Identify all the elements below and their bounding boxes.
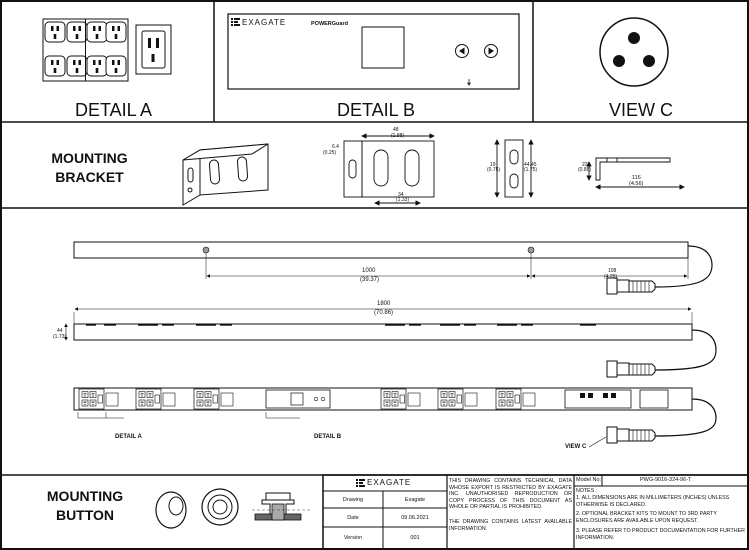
view-c-title: VIEW C [609, 100, 674, 120]
bracket-side-dim-in: (1.75) [524, 167, 538, 173]
drawing-label: Drawing [342, 496, 364, 503]
date-label: Date [347, 514, 359, 521]
bracket-base-dim-in: (1.33) [396, 197, 410, 203]
drawing-value: Exagate [404, 496, 426, 503]
callout-view-c: VIEW C [565, 444, 587, 450]
bracket-hole-dim: 6.4 [332, 144, 339, 150]
detail-a-title: DETAIL A [75, 100, 153, 120]
detail-b-front-panel [227, 13, 520, 90]
bracket-hole-dim-in: (0.25) [323, 150, 337, 156]
note-2: 2. OPTIONAL BRACKET KITS TO MOUNT TO 3RD… [576, 511, 717, 524]
bracket-thick-dim: 22 [582, 162, 588, 168]
bracket-length-dim-in: (4.56) [629, 181, 644, 187]
panel-brand: EXAGATE [242, 18, 287, 27]
bracket-thick-dim-in: (0.86) [578, 167, 592, 173]
version-value: 001 [410, 535, 420, 541]
title-logo-mark [356, 479, 365, 487]
pdu-top-view [64, 307, 717, 378]
bracket-side-view [494, 139, 534, 198]
bracket-length-dim: 116 [632, 175, 641, 181]
detail-a-outlets [42, 18, 172, 82]
bracket-height-dim: 19 [490, 162, 496, 168]
pdu-end-offset-dim: 108 [608, 268, 617, 274]
bracket-isometric-view [182, 143, 269, 206]
notes-title: NOTES : [576, 488, 598, 494]
bracket-top-view [586, 157, 685, 190]
pdu-length-dim-in: (70.86) [374, 310, 394, 316]
panel-product: POWERGuard [311, 21, 348, 27]
note-3: 3. PLEASE REFER TO PRODUCT DOCUMENTATION… [576, 528, 745, 541]
pdu-height-dim-in: (1.73) [53, 334, 67, 340]
pdu-mount-spacing-dim-in: (39.37) [360, 277, 380, 283]
detail-b-title: DETAIL B [337, 100, 416, 120]
model-label: Model No: [576, 477, 602, 483]
mounting-button-views [155, 488, 310, 529]
latest-info-note: THE DRAWING CONTAINS LATEST AVAILABLE IN… [449, 519, 572, 532]
title-brand: EXAGATE [367, 478, 412, 487]
note-1: 1. ALL DIMENSIONS ARE IN MILLIMETERS (IN… [576, 495, 730, 508]
bracket-side-dim: 44.45 [524, 162, 537, 168]
pdu-front-view [73, 387, 717, 448]
pdu-height-dim: 44 [57, 328, 63, 334]
callout-detail-a: DETAIL A [115, 434, 142, 440]
mounting-bracket-title: MOUNTING BRACKET [51, 150, 128, 185]
pdu-end-offset-dim-in: (4.25) [604, 274, 618, 280]
date-value: 09.06.2021 [401, 514, 429, 521]
mounting-button-title: MOUNTING BUTTON [46, 488, 124, 523]
title-block [322, 474, 749, 550]
pdu-rear-view [73, 241, 713, 295]
model-value: PWG-9016-324-96-T [640, 477, 692, 483]
bracket-base-dim: 34 [398, 192, 404, 198]
bracket-front-view [343, 133, 435, 206]
callout-detail-b: DETAIL B [314, 434, 342, 440]
version-label: Version [343, 535, 363, 541]
bracket-width-dim: 48 [393, 127, 399, 133]
pdu-mount-spacing-dim: 1000 [362, 268, 376, 274]
pdu-length-dim: 1800 [377, 301, 391, 307]
export-disclaimer: THIS DRAWING CONTAINS TECHNICAL DATA WHO… [449, 478, 572, 511]
bracket-height-dim-in: (0.75) [487, 167, 501, 173]
bracket-width-dim-in: (1.88) [391, 133, 405, 139]
view-c-inlet [599, 17, 669, 87]
